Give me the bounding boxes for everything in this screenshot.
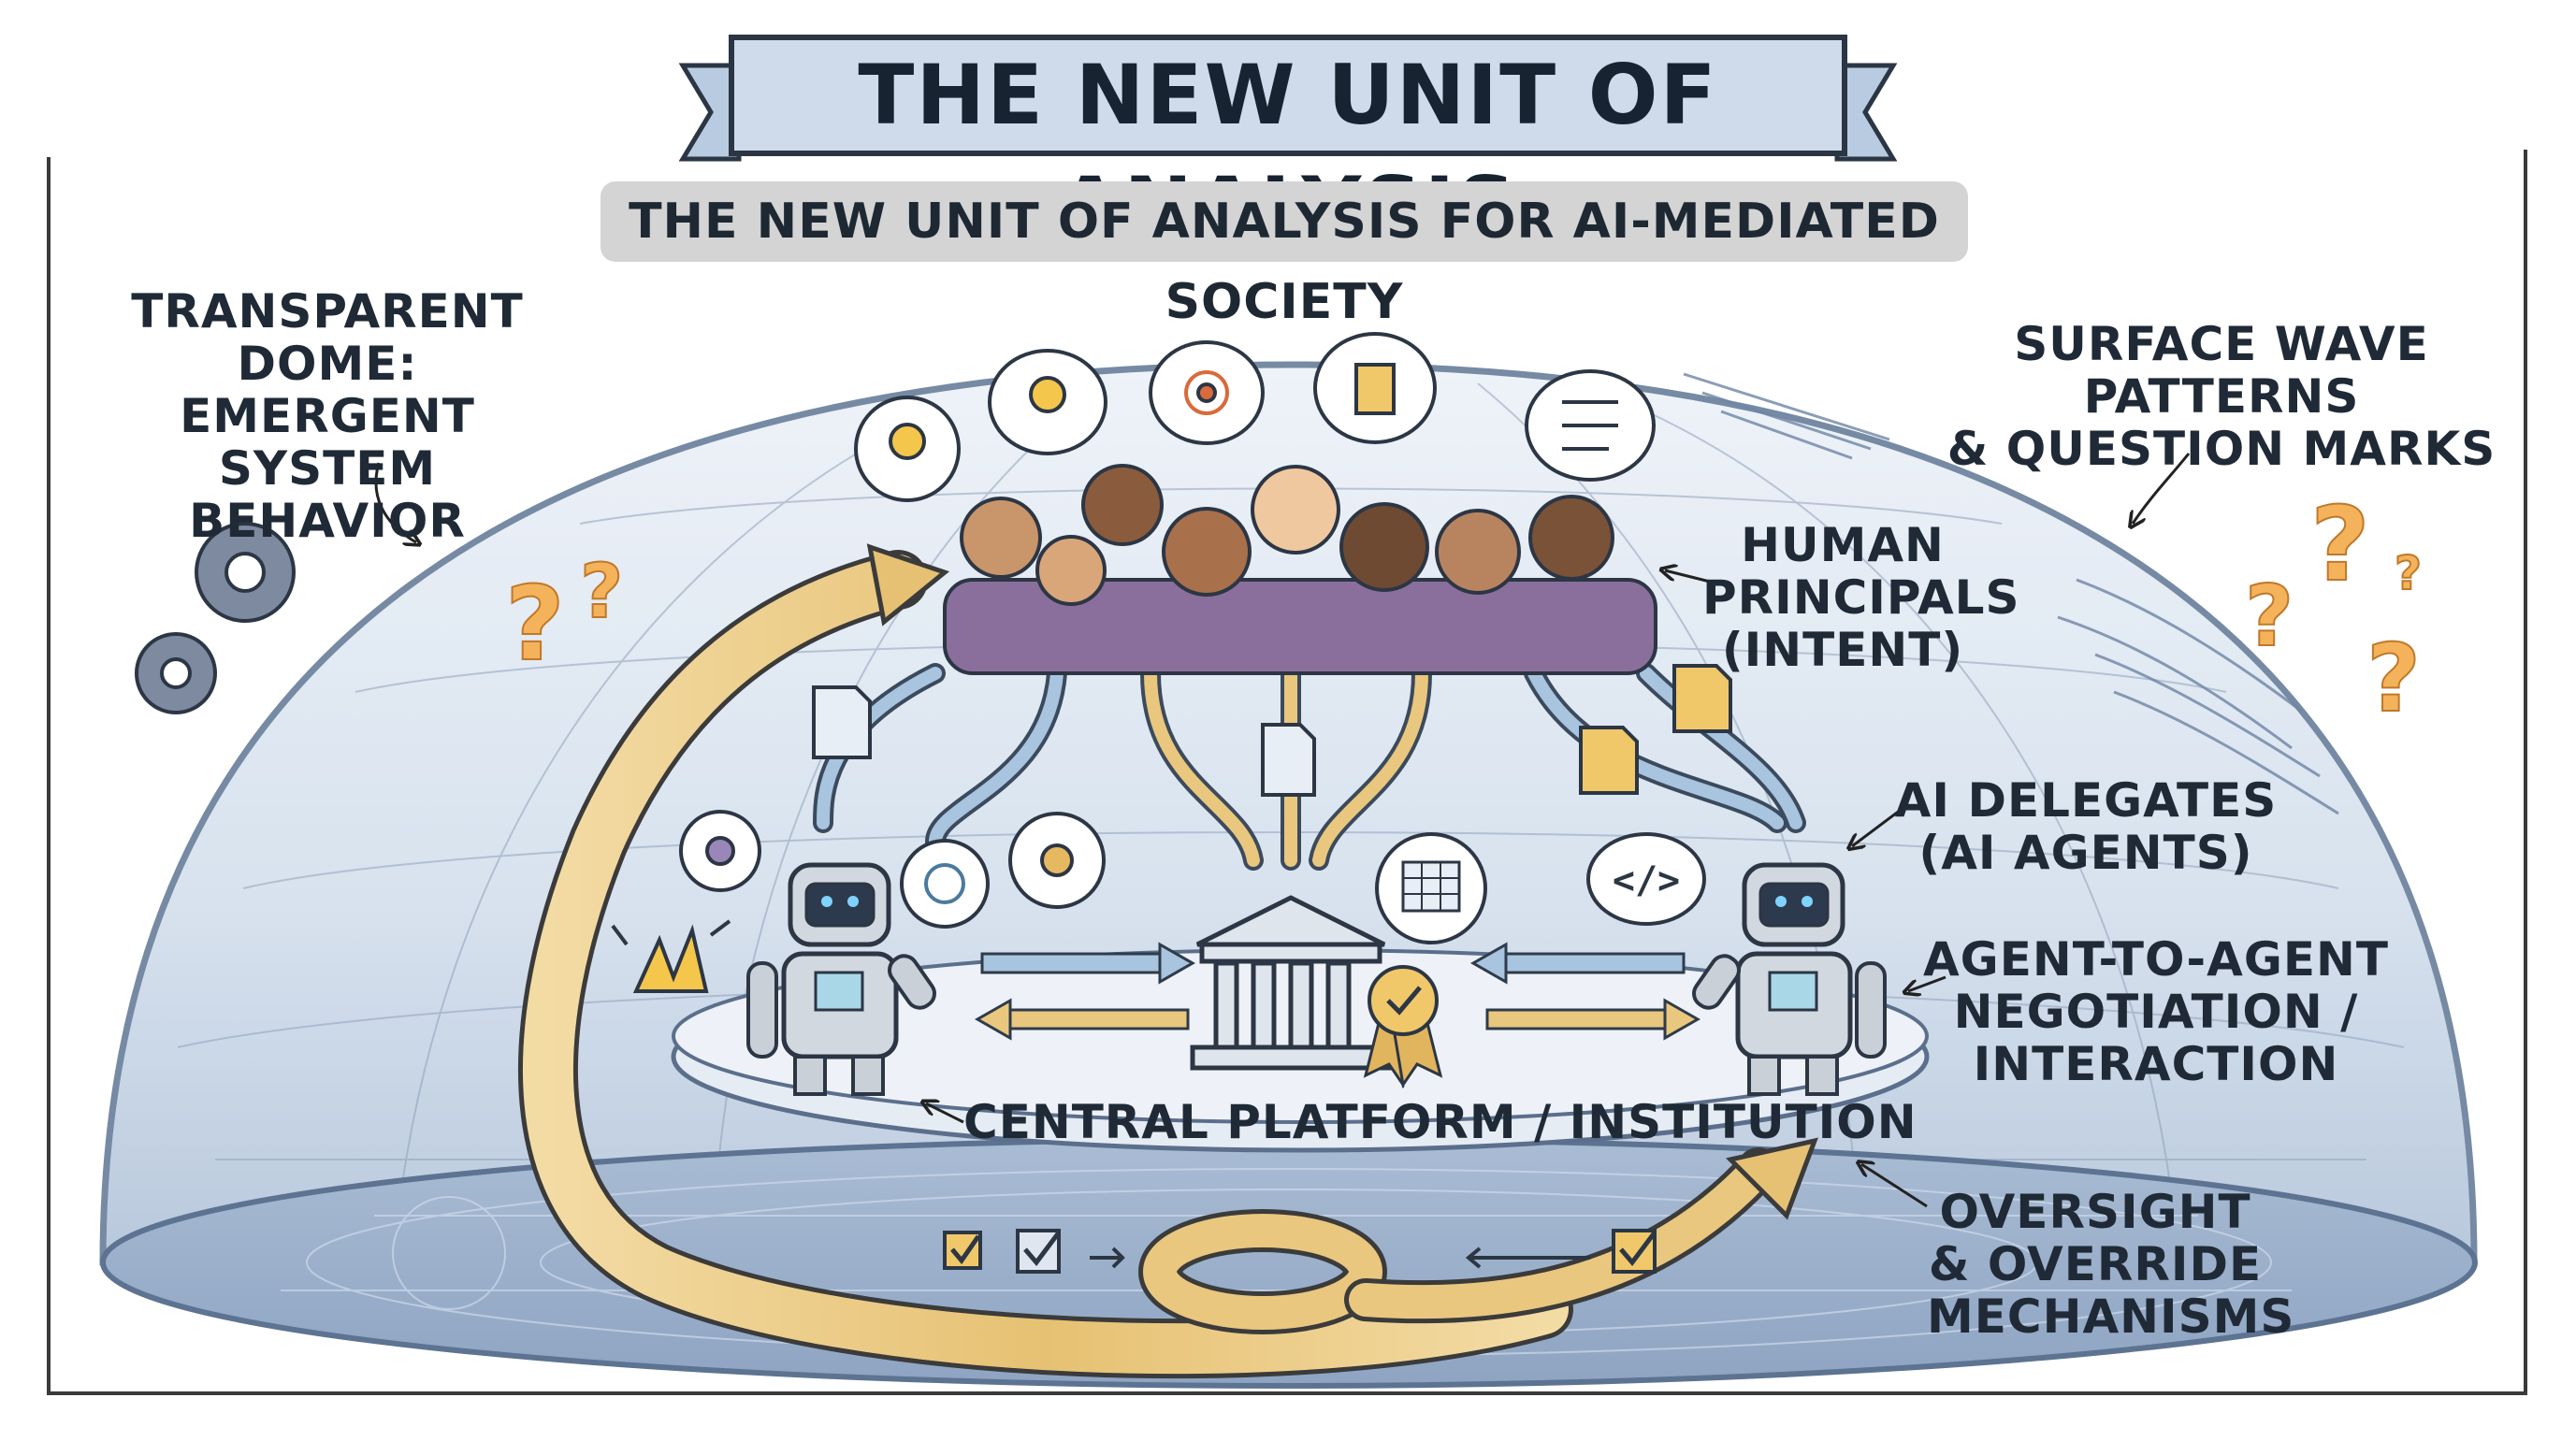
title-banner — [678, 35, 1898, 162]
label-ai-delegates: AI DELEGATES (AI AGENTS) — [1894, 773, 2278, 880]
label-central-platform: CENTRAL PLATFORM / INSTITUTION — [963, 1095, 1918, 1149]
frame-border — [47, 150, 2527, 1395]
svg-text:?: ? — [2245, 568, 2294, 666]
gear-icon — [135, 522, 296, 714]
negotiation-arrows — [974, 942, 1701, 1041]
award-badge-icon — [1363, 965, 1443, 1088]
network-icon — [900, 839, 990, 929]
clipboard-icon — [1313, 332, 1437, 444]
lightbulb-icon — [854, 396, 961, 502]
label-human-principals: HUMAN PRINCIPALS (INTENT) — [1702, 518, 2020, 677]
svg-text:?: ? — [580, 548, 623, 635]
spreadsheet-icon — [1375, 832, 1487, 944]
document-icon — [812, 685, 1316, 797]
subtitle: THE NEW UNIT OF ANALYSIS FOR AI-MEDIATED… — [629, 194, 1940, 330]
document-icon — [1579, 664, 1732, 795]
svg-text:?: ? — [505, 564, 565, 684]
robot-icon-left — [746, 862, 936, 1096]
gear-icon — [1008, 812, 1106, 909]
spark-icon — [611, 919, 731, 993]
code-icon — [1586, 832, 1706, 926]
institution-building-icon — [1190, 895, 1392, 1071]
subtitle-pill — [601, 181, 1968, 262]
pointer-arrows — [374, 453, 2191, 1208]
question-mark-icon: ? ? ? ? ? ? — [504, 483, 2423, 734]
label-transparent-dome: TRANSPARENT DOME: EMERGENT SYSTEM BEHAVI… — [131, 284, 524, 548]
checklist-lines — [1562, 400, 1618, 451]
gear-icon — [679, 810, 761, 892]
robot-icon-right — [1692, 862, 1887, 1096]
svg-text:</>: </> — [1613, 859, 1680, 902]
surface-wave-patterns — [1683, 372, 2339, 815]
small-arrows — [1090, 1246, 1590, 1269]
svg-text:?: ? — [2366, 624, 2421, 733]
oversight-loop-arrow — [518, 543, 1818, 1379]
svg-text:?: ? — [2310, 484, 2370, 604]
label-agent-negotiation: AGENT-TO-AGENT NEGOTIATION / INTERACTION — [1922, 932, 2390, 1091]
svg-text:?: ? — [2395, 546, 2422, 600]
lightbulb-icon — [988, 349, 1107, 455]
label-oversight-mechanisms: OVERSIGHT & OVERRIDE MECHANISMS — [1927, 1185, 2295, 1344]
human-principals-group — [943, 464, 1657, 675]
target-icon — [1149, 340, 1265, 445]
checkbox-icon — [943, 1229, 1657, 1274]
page-title: THE NEW UNIT OF ANALYSIS — [858, 47, 1718, 255]
label-surface-wave-patterns: SURFACE WAVE PATTERNS & QUESTION MARKS — [1946, 317, 2496, 476]
